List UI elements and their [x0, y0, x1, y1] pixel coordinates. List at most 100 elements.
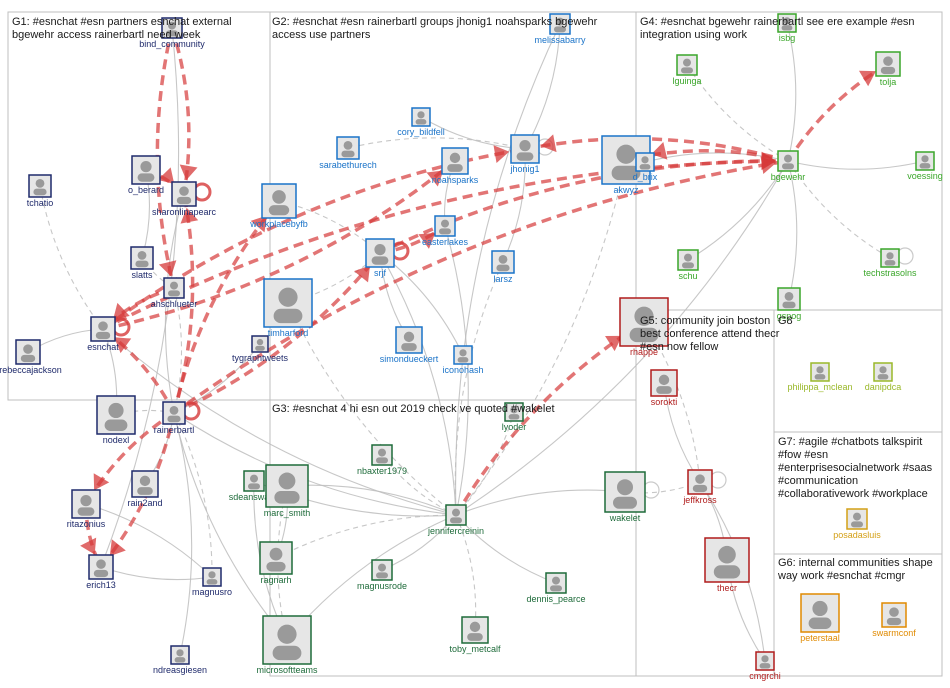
avatar-head [208, 571, 216, 579]
node-schu[interactable]: schu [677, 249, 699, 281]
node-sarabethurech[interactable]: sarabethurech [319, 136, 377, 170]
avatar-body [550, 585, 562, 592]
node-label: schu [678, 271, 697, 281]
node-label: melissabarry [534, 35, 586, 45]
node-srjf[interactable]: srjf [365, 238, 395, 278]
node-voessing[interactable]: voessing [907, 151, 943, 181]
node-erich13[interactable]: erich13 [86, 554, 116, 590]
node-larsz[interactable]: larsz [491, 250, 515, 284]
node-ragnarh[interactable]: ragnarh [259, 541, 293, 585]
node-cmgrchi[interactable]: cmgrchi [749, 651, 781, 681]
edge-jennifercreinin-wakelet [455, 489, 626, 516]
node-magnusro[interactable]: magnusro [192, 567, 232, 597]
node-tchatio[interactable]: tchatio [27, 174, 54, 208]
node-sdeanswann[interactable]: sdeanswann [229, 470, 280, 502]
node-rhappe[interactable]: rhappe [619, 297, 669, 357]
node-d_brix[interactable]: d_brix [633, 152, 658, 182]
node-tygraphtweets[interactable]: tygraphtweets [232, 335, 289, 363]
node-marc_smith[interactable]: marc_smith [264, 464, 311, 518]
node-rainerbartl[interactable]: rainerbartl [154, 401, 195, 435]
node-thecr[interactable]: thecr [704, 537, 750, 593]
node-lyoder[interactable]: lyoder [502, 402, 527, 432]
avatar-body [886, 617, 902, 626]
avatar-head [684, 253, 692, 262]
node-wakelet[interactable]: wakelet [604, 471, 646, 523]
edge-jennifercreinin-ragnarh [275, 514, 457, 559]
avatar-body [682, 262, 694, 269]
avatar-body [273, 308, 303, 324]
avatar-head [784, 154, 792, 163]
edge-red-rainerbartl-srjf [173, 251, 382, 415]
node-bgewehr[interactable]: bgewehr [771, 150, 806, 182]
node-toby_metcalf[interactable]: toby_metcalf [449, 616, 501, 654]
node-akwyz[interactable]: akwyz [601, 135, 651, 195]
node-simondueckert[interactable]: simondueckert [380, 326, 439, 364]
node-ritazonius[interactable]: ritazonius [67, 489, 106, 529]
avatar-head [519, 140, 531, 152]
node-jennifercreinin[interactable]: jennifercreinin [427, 504, 484, 536]
edge-jhonig1-sarabethurech [347, 137, 526, 150]
node-rain2and[interactable]: rain2and [127, 470, 163, 508]
node-nbaxter1979[interactable]: nbaxter1979 [357, 444, 407, 476]
avatar-body [376, 572, 388, 579]
node-techstrasolns[interactable]: techstrasolns [863, 248, 917, 278]
node-_rebeccajackson[interactable]: _rebeccajackson [0, 339, 62, 375]
node-ahschlueter[interactable]: ahschlueter [151, 277, 198, 309]
avatar-head [616, 144, 636, 164]
node-jhonig1[interactable]: jhonig1 [509, 134, 540, 174]
node-nodexl[interactable]: nodexl [96, 395, 136, 445]
node-lguinga[interactable]: lguinga [672, 54, 702, 86]
avatar-head [250, 474, 258, 483]
node-workplacebyfb[interactable]: workplacebyfb [249, 183, 308, 229]
avatar-body [33, 188, 47, 196]
avatar-head [641, 156, 649, 164]
node-iconohash[interactable]: iconohash [442, 345, 484, 375]
edge-arrowhead [605, 335, 623, 352]
avatar-body [371, 256, 389, 265]
node-noahsparks[interactable]: noahsparks [432, 147, 479, 185]
avatar-body [77, 507, 95, 516]
avatar-head [886, 252, 894, 260]
node-timharford[interactable]: timharford [263, 278, 313, 338]
node-peterstaal[interactable]: peterstaal [800, 593, 840, 643]
node-posadasluis[interactable]: posadasluis [833, 508, 881, 540]
node-esnchat[interactable]: esnchat [87, 316, 119, 352]
node-sorokti[interactable]: sorokti [650, 369, 678, 407]
node-slatts[interactable]: slatts [130, 246, 154, 280]
edge-arrowhead [93, 473, 110, 491]
node-danipdca[interactable]: danipdca [865, 362, 902, 392]
node-label: swarmconf [872, 628, 916, 638]
node-gspog[interactable]: gspog [777, 287, 802, 321]
node-easterlakes[interactable]: easterlakes [422, 215, 469, 247]
node-label: sharonlinapearc [152, 207, 217, 217]
node-melissabarry[interactable]: melissabarry [534, 13, 586, 45]
avatar-head [139, 475, 151, 487]
avatar-head [510, 406, 518, 414]
avatar-head [278, 472, 296, 490]
node-philippa_mclean[interactable]: philippa_mclean [787, 362, 853, 392]
edge-jennifercreinin-nbaxter1979 [381, 454, 457, 516]
node-label: tygraphtweets [232, 353, 289, 363]
avatar-body [713, 565, 741, 579]
edge-red-esnchat-jhonig1 [101, 147, 526, 331]
edge-jennifercreinin-srjf [379, 252, 457, 516]
node-o_berard[interactable]: o_berard [128, 155, 164, 195]
node-label: rhappe [630, 347, 658, 357]
avatar-head [343, 140, 353, 150]
node-cory_bildfell[interactable]: cory_bildfell [397, 107, 445, 137]
node-isbg[interactable]: isbg [777, 13, 797, 43]
node-dennis_pearce[interactable]: dennis_pearce [526, 572, 586, 604]
node-magnusrode[interactable]: magnusrode [357, 559, 407, 591]
node-label: nodexl [103, 435, 130, 445]
node-label: rain2and [127, 498, 162, 508]
edge-arrowhead [858, 70, 876, 87]
node-swarmconf[interactable]: swarmconf [872, 602, 916, 638]
node-ndreasgiesen[interactable]: ndreasgiesen [153, 645, 207, 675]
node-jeffkross[interactable]: jeffkross [682, 469, 717, 505]
node-sharonlinapearc[interactable]: sharonlinapearc [152, 181, 217, 217]
edge-red-rainerbartl-bgewehr [172, 159, 789, 415]
node-bind_community[interactable]: bind_community [139, 17, 205, 49]
node-microsoftteams[interactable]: microsoftteams [256, 615, 318, 675]
group-box-2 [269, 11, 637, 401]
node-tolja[interactable]: tolja [875, 51, 901, 87]
